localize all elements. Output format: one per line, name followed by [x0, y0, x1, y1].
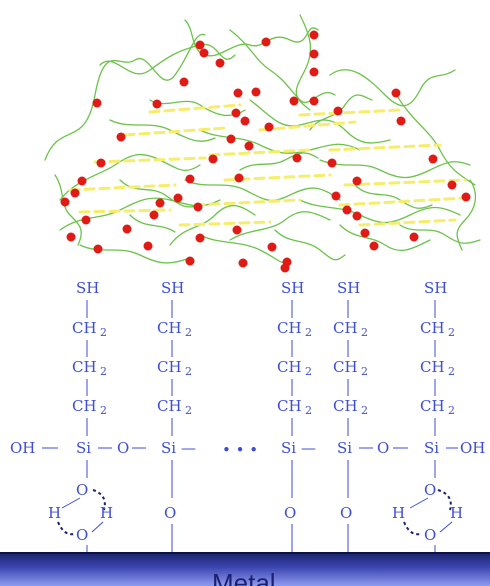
oxygen-atom: O: [424, 481, 436, 499]
methylene-group: CH: [333, 319, 358, 337]
subscript: 2: [185, 365, 192, 378]
subscript: 2: [100, 365, 107, 378]
hydrogen-atom: H: [450, 504, 463, 522]
subscript: 2: [185, 326, 192, 339]
methylene-group: CH: [72, 358, 97, 376]
siloxane-row: OH Si O Si — • • • Si — Si O Si OH: [10, 439, 485, 459]
oxygen-atom: O: [164, 504, 176, 522]
bond-dash: —: [181, 439, 196, 457]
silicon-atom: Si: [161, 439, 176, 457]
thiol-head: SH: [76, 279, 99, 297]
hydrogen-bond-lines: [68, 103, 467, 227]
metal-label: Metal: [212, 568, 276, 586]
hydrogen-bond: [403, 521, 421, 536]
thiol-head: SH: [281, 279, 304, 297]
hydrogen-bonded-pair-left: O H H O: [48, 481, 113, 544]
ellipsis: • • •: [222, 441, 258, 459]
hydroxyl-left: OH: [10, 439, 35, 457]
subscript: 2: [185, 404, 192, 417]
subscript: 2: [100, 326, 107, 339]
oxygen-atom: O: [284, 504, 296, 522]
hydrogen-bond: [92, 489, 106, 511]
subscript: 2: [305, 326, 312, 339]
metal-slab: [0, 552, 490, 586]
bond: [91, 521, 104, 533]
polymer-coating: [44, 14, 481, 273]
bond: [61, 497, 81, 509]
oxygen-atom: O: [340, 504, 352, 522]
oxygen-atom: O: [377, 439, 389, 457]
methylene-group: CH: [333, 397, 358, 415]
subscript: 2: [448, 326, 455, 339]
oxygen-atom: O: [76, 526, 88, 544]
thiol-head: SH: [424, 279, 447, 297]
oxygen-atom: O: [76, 481, 88, 499]
bond-dash: —: [301, 439, 316, 457]
silicon-atom: Si: [424, 439, 439, 457]
bond: [409, 497, 429, 509]
subscript: 2: [448, 365, 455, 378]
methylene-group: CH: [157, 397, 182, 415]
hydrogen-atom: H: [392, 504, 405, 522]
thiol-head: SH: [161, 279, 184, 297]
polymer-strands: [44, 14, 481, 264]
methylene-group: CH: [72, 319, 97, 337]
subscript: 2: [361, 365, 368, 378]
surface-groups: O H H O O O O O H H O: [48, 460, 463, 552]
hydroxyl-right: OH: [460, 439, 485, 457]
hydrogen-bond: [437, 489, 452, 511]
hydrogen-bond: [57, 521, 75, 536]
subscript: 2: [361, 326, 368, 339]
methylene-group: CH: [277, 319, 302, 337]
oxygen-atom: O: [424, 526, 436, 544]
silicon-atom: Si: [76, 439, 91, 457]
subscript: 2: [361, 404, 368, 417]
hydrogen-atom: H: [100, 504, 113, 522]
oxygen-atom: O: [117, 439, 129, 457]
hydrogen-atom: H: [48, 504, 61, 522]
bond: [439, 521, 453, 533]
hydrogen-bonded-pair-right: O H H O: [392, 481, 463, 544]
subscript: 2: [305, 365, 312, 378]
metal-substrate: Metal: [0, 552, 490, 586]
methylene-group: CH: [277, 358, 302, 376]
methylene-group: CH: [333, 358, 358, 376]
methylene-group: CH: [157, 358, 182, 376]
subscript: 2: [305, 404, 312, 417]
polymer-beads: [60, 30, 471, 273]
methylene-group: CH: [72, 397, 97, 415]
silicon-atom: Si: [337, 439, 352, 457]
methylene-group: CH: [420, 358, 445, 376]
thiol-head: SH: [337, 279, 360, 297]
methylene-group: CH: [420, 397, 445, 415]
methylene-group: CH: [277, 397, 302, 415]
silicon-atom: Si: [281, 439, 296, 457]
subscript: 2: [448, 404, 455, 417]
methylene-group: CH: [420, 319, 445, 337]
methylene-group: CH: [157, 319, 182, 337]
subscript: 2: [100, 404, 107, 417]
